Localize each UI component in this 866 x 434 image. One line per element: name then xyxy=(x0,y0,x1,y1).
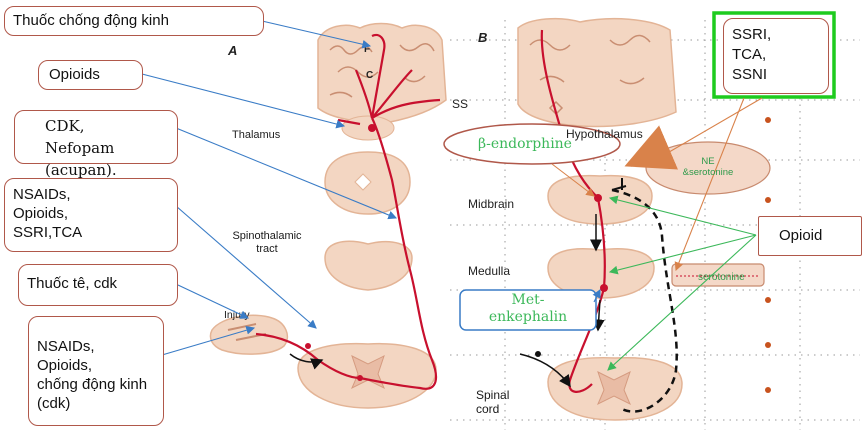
label-serotonine: serotonine xyxy=(698,272,745,283)
leader-arrows xyxy=(141,20,763,371)
callout-nsaids-ssri: NSAIDs, Opioids, SSRI,TCA xyxy=(4,178,178,252)
beta-endorphine-oval xyxy=(443,123,621,165)
label-c: C xyxy=(366,70,373,81)
label-thalamus: Thalamus xyxy=(232,129,281,141)
callout-opioids: Opioids xyxy=(38,60,143,90)
edge-dots xyxy=(765,117,771,393)
label-f: F xyxy=(364,44,370,55)
label-ne-serotonine: NE &serotonine xyxy=(682,156,734,178)
label-beta-endorphine: β-endorphine xyxy=(478,136,572,152)
label-midbrain: Midbrain xyxy=(468,197,514,211)
panel-a-letter: A xyxy=(227,43,237,58)
label-spinal-cord: Spinal cord xyxy=(476,388,510,416)
panel-b-anatomy xyxy=(517,17,683,421)
ascending-pathway-a xyxy=(255,33,441,390)
medulla-a xyxy=(324,240,413,291)
serotonine-bubble xyxy=(671,263,765,287)
met-enkephalin-box xyxy=(459,289,597,331)
ssri-highlight-frame xyxy=(712,11,836,99)
label-hypothalamus: Hypothalamus xyxy=(566,127,643,141)
label-ss: SS xyxy=(452,97,468,111)
label-injury: Injury xyxy=(224,309,250,321)
callout-ssri-tca-ssni: SSRI, TCA, SSNI xyxy=(723,18,829,94)
callout-opioid: Opioid xyxy=(758,216,862,256)
cortex-b xyxy=(517,17,677,128)
panel-b-letter: B xyxy=(478,30,487,45)
callout-cdk-nefopam: CDK, Nefopam (acupan). xyxy=(14,110,178,179)
callout-local-anesthetic: Thuốc tê, cdk xyxy=(18,264,178,306)
injury-tissue xyxy=(209,314,289,355)
label-spinothalamic-tract: Spinothalamic tract xyxy=(232,230,302,255)
panel-a-anatomy xyxy=(209,22,447,409)
label-met-enkephalin: Met- enkephalin xyxy=(488,292,568,325)
callout-anticonvulsant: Thuốc chống động kinh xyxy=(4,6,264,36)
label-medulla: Medulla xyxy=(468,264,510,278)
callout-nsaids-cdk: NSAIDs, Opioids, chống động kinh (cdk) xyxy=(28,316,164,426)
